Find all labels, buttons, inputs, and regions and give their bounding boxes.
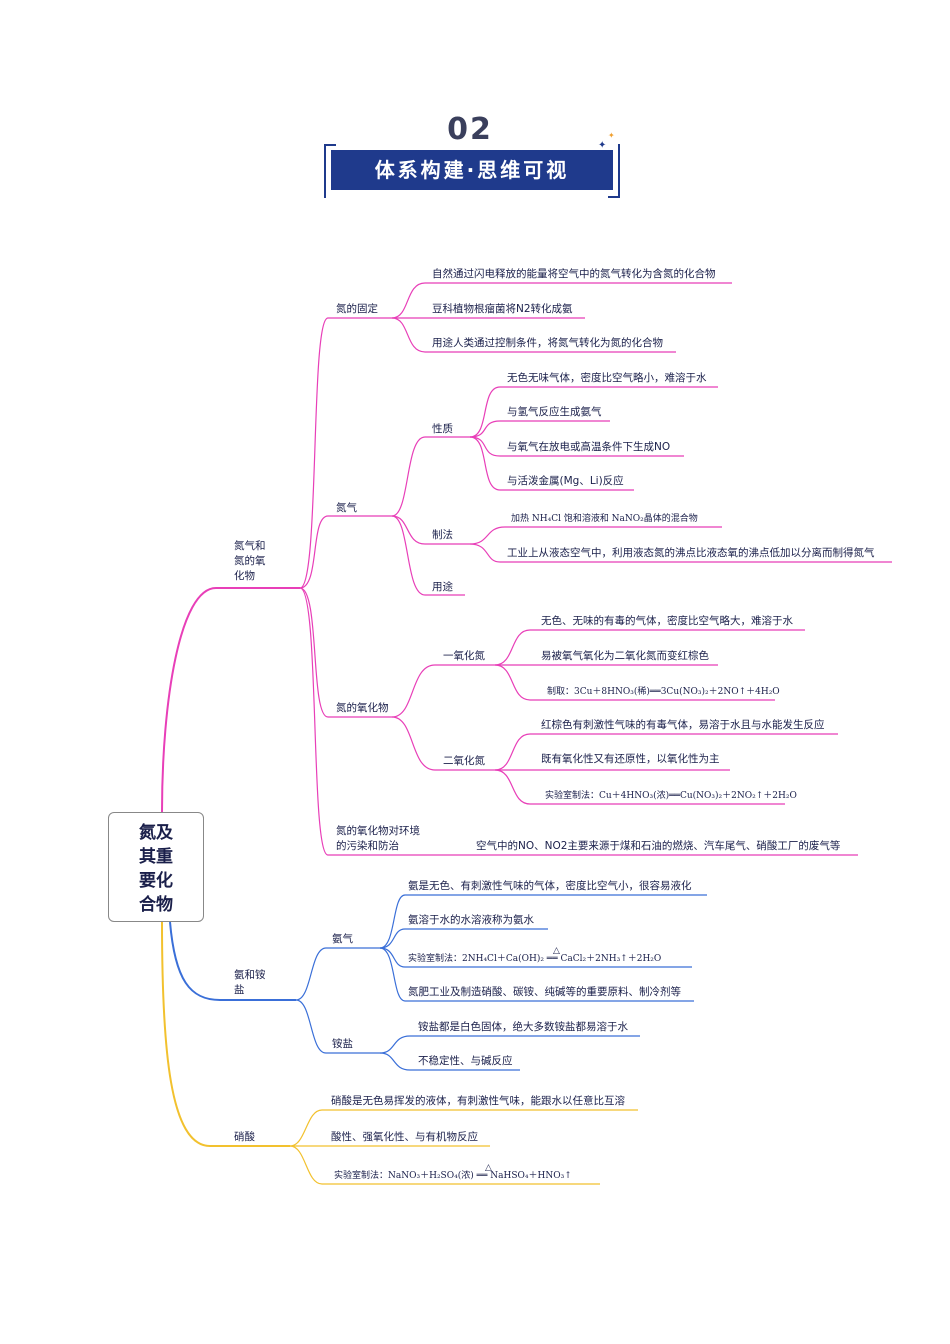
node-no: 一氧化氮 (443, 649, 485, 662)
root-line-4: 合物 (139, 895, 173, 915)
root-line-3: 要化 (139, 871, 173, 891)
leaf-no-3: 制取：3Cu＋8HNO₃(稀)══3Cu(NO₃)₂＋2NO↑＋4H₂O (547, 685, 780, 697)
leaf-nh3-1: 氨是无色、有刺激性气味的气体，密度比空气小，很容易液化 (408, 879, 692, 892)
leaf-env-1: 空气中的NO、NO2主要来源于煤和石油的燃烧、汽车尾气、硝酸工厂的废气等 (476, 839, 841, 852)
branch-ammonia-label: 氨和铵盐 (234, 968, 266, 996)
leaf-hno3-3: 实验室制法：NaNO₃＋H₂SO₄(浓) ══ NaHSO₄＋HNO₃↑ (334, 1169, 572, 1181)
leaf-hno3-2: 酸性、强氧化性、与有机物反应 (331, 1130, 478, 1143)
leaf-n2-prep-2: 工业上从液态空气中，利用液态氮的沸点比液态氧的沸点低加以分离而制得氮气 (507, 546, 875, 559)
leaf-no-2: 易被氧气氧化为二氧化氮而变红棕色 (541, 649, 709, 662)
node-no2: 二氧化氮 (443, 754, 485, 767)
node-ammonia: 氨气 (332, 932, 353, 945)
section-title-banner: 体系构建·思维可视 (331, 150, 613, 190)
heat-mark-hno3: △ (485, 1163, 492, 1173)
banner-frame-left (324, 144, 336, 198)
root-line-1: 氮及 (139, 823, 173, 843)
leaf-no-1: 无色、无味的有毒的气体，密度比空气略大，难溶于水 (541, 614, 793, 627)
leaf-nh3-3: 实验室制法：2NH₄Cl＋Ca(OH)₂ ══ CaCl₂＋2NH₃↑＋2H₂O (408, 952, 661, 964)
leaf-fix-human: 用途人类通过控制条件，将氮气转化为氮的化合物 (432, 336, 663, 349)
leaf-n2-prep-1: 加热 NH₄Cl 饱和溶液和 NaNO₂晶体的混合物 (511, 512, 698, 524)
leaf-no2-3: 实验室制法：Cu＋4HNO₃(浓)══Cu(NO₃)₂＋2NO₂↑＋2H₂O (545, 789, 797, 801)
node-n2-preparation: 制法 (432, 528, 453, 541)
node-nitrogen-gas: 氮气 (336, 501, 357, 514)
root-line-2: 其重 (139, 847, 173, 867)
leaf-n2-prop-2: 与氢气反应生成氨气 (507, 405, 602, 418)
node-n2-properties: 性质 (432, 422, 453, 435)
heat-mark-nh3: △ (553, 946, 560, 956)
leaf-n2-prop-1: 无色无味气体，密度比空气略小，难溶于水 (507, 371, 707, 384)
leaf-nh3-2: 氨溶于水的水溶液称为氨水 (408, 913, 534, 926)
branch-n2-oxides-label: 氮气和氮的氧化物 (234, 539, 266, 582)
leaf-n2-prop-3: 与氧气在放电或高温条件下生成NO (507, 440, 670, 453)
leaf-salt-2: 不稳定性、与碱反应 (418, 1054, 513, 1067)
banner-frame-right (608, 144, 620, 198)
node-nitrogen-fixation: 氮的固定 (336, 302, 378, 315)
node-environment: 氮的氧化物对环境的污染和防治 (336, 824, 420, 852)
leaf-fix-legume: 豆科植物根瘤菌将N2转化成氨 (432, 302, 573, 315)
leaf-salt-1: 铵盐都是白色固体，绝大多数铵盐都易溶于水 (418, 1020, 628, 1033)
node-nitrogen-oxides: 氮的氧化物 (336, 701, 389, 714)
leaf-fix-lightning: 自然通过闪电释放的能量将空气中的氮气转化为含氮的化合物 (432, 267, 716, 280)
root-node: 氮及 其重 要化 合物 (108, 812, 204, 922)
sparkle-icon-small: ✦ (608, 131, 615, 140)
section-number: 02 (447, 112, 493, 147)
leaf-n2-prop-4: 与活泼金属(Mg、Li)反应 (507, 474, 624, 487)
sparkle-icon: ✦ (598, 140, 607, 151)
leaf-no2-2: 既有氧化性又有还原性，以氧化性为主 (541, 752, 720, 765)
leaf-no2-1: 红棕色有刺激性气味的有毒气体，易溶于水且与水能发生反应 (541, 718, 825, 731)
branch-nitric-acid-label: 硝酸 (234, 1130, 255, 1143)
leaf-hno3-1: 硝酸是无色易挥发的液体，有刺激性气味，能跟水以任意比互溶 (331, 1094, 625, 1107)
node-ammonium-salt: 铵盐 (332, 1037, 353, 1050)
node-n2-use: 用途 (432, 580, 453, 593)
leaf-nh3-4: 氮肥工业及制造硝酸、碳铵、纯碱等的重要原料、制冷剂等 (408, 985, 681, 998)
